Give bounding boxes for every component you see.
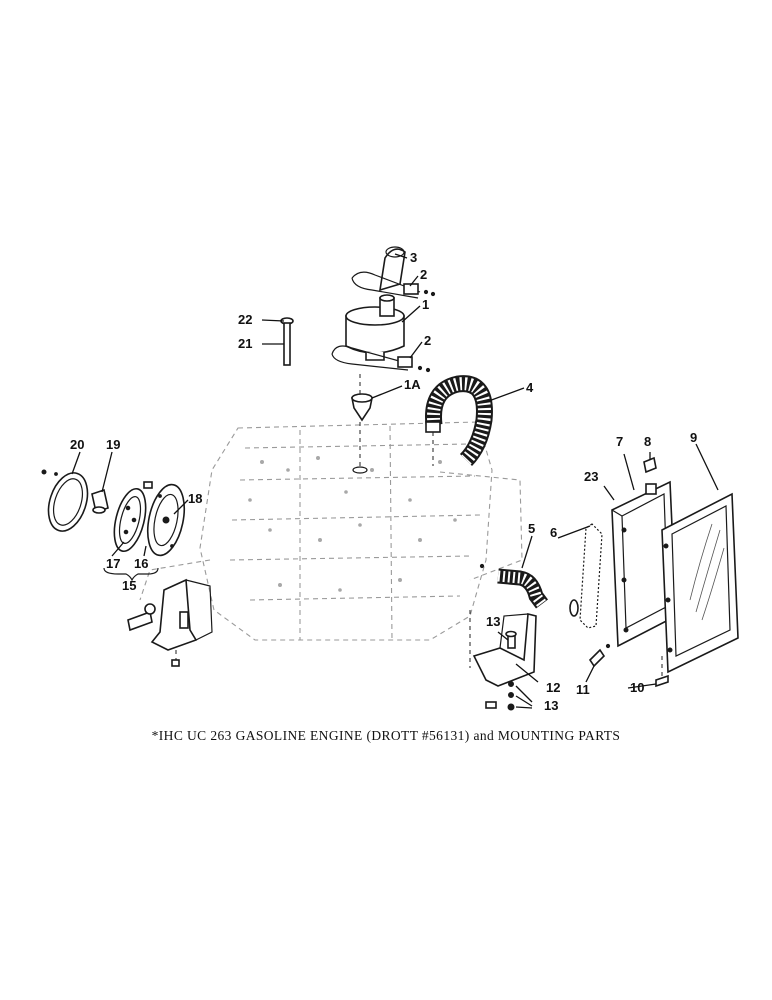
part-5-lower-hose <box>479 563 579 617</box>
callout-1a: 1A <box>404 377 421 392</box>
callout-23: 23 <box>584 469 598 484</box>
leader-lines <box>71 253 719 709</box>
part-1-air-cleaner <box>345 294 405 361</box>
part-9-radiator-screen <box>661 492 739 674</box>
callout-13-upper: 13 <box>486 614 500 629</box>
callout-8: 8 <box>644 434 651 449</box>
callout-1: 1 <box>422 297 429 312</box>
part-8-cap <box>643 456 657 474</box>
part-3-upper-bracket <box>379 246 406 292</box>
part-21-22-bolt <box>280 317 294 366</box>
part-20-cover-plate <box>41 469 89 532</box>
callout-15: 15 <box>122 578 136 593</box>
part-4-flexible-hose <box>425 375 493 467</box>
callout-11: 11 <box>576 682 590 697</box>
callout-19: 19 <box>106 437 120 452</box>
callout-13-lower: 13 <box>544 698 558 713</box>
engine-mount-bracket <box>127 578 213 667</box>
part-16-17-plate <box>113 481 153 553</box>
callout-2-upper: 2 <box>420 267 427 282</box>
part-10-screw <box>655 656 669 688</box>
callout-20: 20 <box>70 437 84 452</box>
brace-15 <box>103 567 159 582</box>
part-11-bolt <box>588 643 611 668</box>
callout-6: 6 <box>550 525 557 540</box>
callout-3: 3 <box>410 250 417 265</box>
part-6-seal-strip <box>579 523 603 629</box>
part-13-fasteners <box>485 681 515 711</box>
callout-18: 18 <box>188 491 202 506</box>
callout-12: 12 <box>546 680 560 695</box>
callout-5: 5 <box>528 521 535 536</box>
diagram-caption: *IHC UC 263 GASOLINE ENGINE (DROTT #5613… <box>151 728 621 743</box>
callout-labels: 3 2 1 22 2 21 1A 4 20 19 7 8 9 23 18 5 6… <box>70 250 697 713</box>
part-2-upper-clamp <box>351 271 436 299</box>
part-12-rear-bracket <box>469 610 537 687</box>
part-19-sleeve <box>91 488 109 514</box>
engine-block-ghost <box>139 421 523 641</box>
part-2-lower-clamp <box>331 345 431 373</box>
callout-10: 10 <box>630 680 644 695</box>
part-18-housing-plate <box>146 483 186 557</box>
callout-4: 4 <box>526 380 534 395</box>
callout-7: 7 <box>616 434 623 449</box>
callout-9: 9 <box>690 430 697 445</box>
part-7-radiator-frame <box>611 480 677 648</box>
callout-21: 21 <box>238 336 252 351</box>
callout-16: 16 <box>134 556 148 571</box>
callout-22: 22 <box>238 312 252 327</box>
part-1a-precleaner <box>351 374 373 474</box>
callout-2-lower: 2 <box>424 333 431 348</box>
callout-17: 17 <box>106 556 120 571</box>
